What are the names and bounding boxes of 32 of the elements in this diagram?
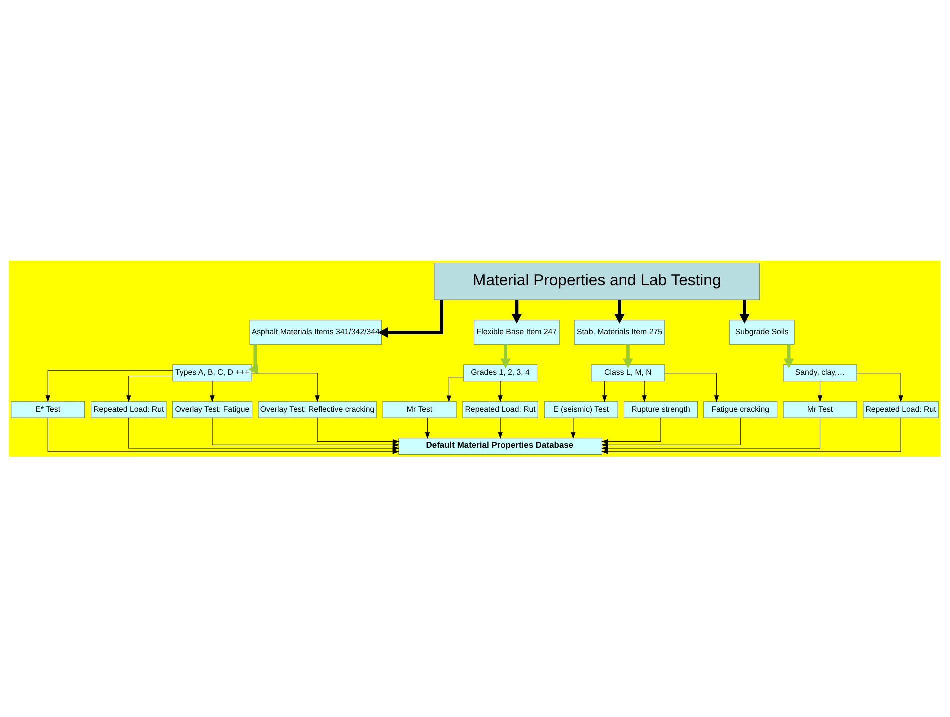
arrow <box>48 417 400 454</box>
arrow <box>664 372 720 402</box>
node-box: Default Material Properties Database <box>398 438 603 455</box>
arrow <box>642 380 647 402</box>
arrow <box>212 417 400 448</box>
arrow <box>602 417 741 448</box>
arrow <box>498 417 503 439</box>
arrow <box>210 380 215 402</box>
arrow <box>128 417 400 450</box>
arrow <box>126 375 174 402</box>
arrow <box>500 344 511 368</box>
arrow <box>512 300 522 324</box>
arrow <box>317 417 400 444</box>
arrow <box>248 344 258 374</box>
arrow <box>818 380 823 402</box>
arrow <box>46 370 174 402</box>
arrow <box>498 380 503 402</box>
arrow <box>446 376 464 402</box>
arrow <box>252 372 320 402</box>
arrow <box>784 344 794 368</box>
arrow <box>602 417 662 444</box>
arrow <box>602 380 608 402</box>
arrow <box>602 417 902 454</box>
node-box: Material Properties and Lab Testing <box>434 262 760 300</box>
arrow <box>602 417 821 450</box>
arrow <box>623 344 634 368</box>
arrow <box>614 300 625 324</box>
arrow <box>425 417 430 439</box>
arrow <box>571 417 576 439</box>
arrow <box>378 300 444 338</box>
arrow <box>856 372 904 402</box>
arrow <box>740 300 750 324</box>
